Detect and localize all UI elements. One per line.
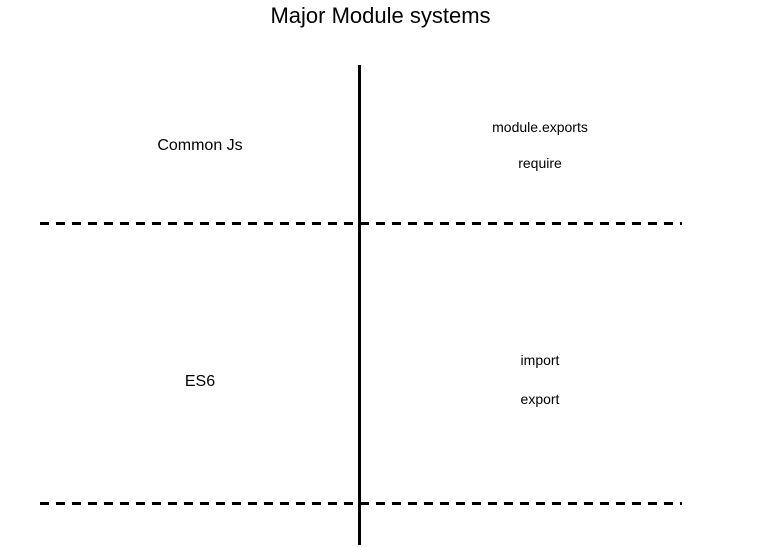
keyword-module-exports: module.exports [492,119,588,135]
module-system-commonjs: Common Js [157,137,243,154]
module-system-es6: ES6 [184,373,216,390]
row-separator-top [40,222,682,225]
row-separator-bottom [40,502,682,505]
keyword-require: require [518,155,562,171]
diagram-title: Major Module systems [270,3,491,28]
keyword-import: import [520,352,560,368]
keyword-export: export [520,391,560,407]
vertical-divider [358,65,361,545]
